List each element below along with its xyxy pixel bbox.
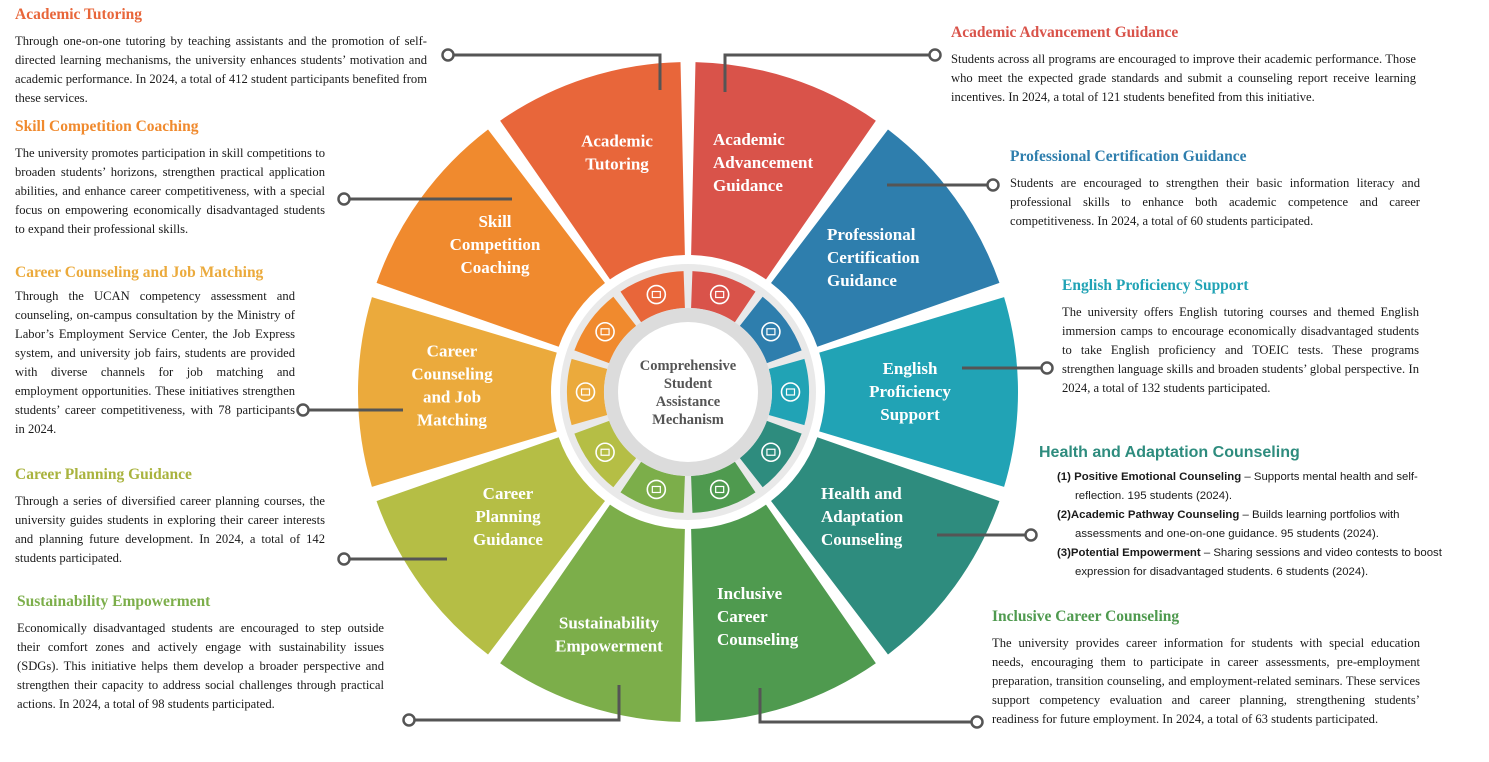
health-item: (3)Potential Empowerment – Sharing sessi… xyxy=(1057,547,1442,578)
skill-competition-block: Skill Competition Coaching The universit… xyxy=(15,117,325,257)
english-proficiency-title: English Proficiency Support xyxy=(1062,277,1249,294)
wheel-segment xyxy=(691,62,876,280)
ring-icon-glyph xyxy=(595,321,615,342)
ring-icon-glyph xyxy=(780,382,801,402)
connector-endpoint xyxy=(986,178,1000,192)
english-proficiency-text: The university offers English tutoring c… xyxy=(1062,305,1419,395)
inclusive-career-connector xyxy=(758,688,977,724)
connector-endpoint xyxy=(1040,361,1054,375)
academic-tutoring-text: Through one-on-one tutoring by teaching … xyxy=(15,34,427,105)
connector-endpoint xyxy=(1024,528,1038,542)
ring-icon-glyph xyxy=(709,479,730,500)
ring-icon-glyph xyxy=(766,448,776,456)
sustainability-connector xyxy=(409,685,621,722)
ring-icon-glyph xyxy=(761,321,781,342)
skill-competition-text: The university promotes participation in… xyxy=(15,146,325,236)
health-adaptation-title: Health and Adaptation Counseling xyxy=(1039,444,1300,461)
connector-endpoint xyxy=(928,48,942,62)
connector-endpoint xyxy=(970,715,984,729)
academic-advancement-block: Academic Advancement Guidance Students a… xyxy=(951,23,1416,107)
wheel-segment xyxy=(691,504,876,722)
career-counseling-title: Career Counseling and Job Matching xyxy=(15,264,264,281)
career-planning-block: Career Planning Guidance Through a serie… xyxy=(15,465,325,583)
professional-certification-block: Professional Certification Guidance Stud… xyxy=(1010,147,1420,231)
career-counseling-text: Through the UCAN competency assessment a… xyxy=(15,289,295,436)
ring-icon-glyph xyxy=(595,442,615,463)
health-item: (1) Positive Emotional Counseling – Supp… xyxy=(1057,471,1418,502)
inclusive-career-text: The university provides career informati… xyxy=(992,636,1420,726)
connector-endpoint xyxy=(337,552,351,566)
wheel-segment xyxy=(819,297,1018,487)
sustainability-block: Sustainability Empowerment Economically … xyxy=(17,592,384,714)
ring-icon-glyph xyxy=(651,290,661,299)
ring-icon-glyph xyxy=(651,485,661,494)
professional-certification-title: Professional Certification Guidance xyxy=(1010,148,1247,165)
english-icon xyxy=(768,358,809,426)
sustainability-title: Sustainability Empowerment xyxy=(17,593,211,610)
health-adaptation-list: (1) Positive Emotional Counseling – Supp… xyxy=(1039,468,1449,582)
inclusive-career-block: Inclusive Career Counseling The universi… xyxy=(992,607,1420,729)
ring-icon-glyph xyxy=(600,328,610,336)
planning-icon xyxy=(574,420,637,488)
ring-icon-glyph xyxy=(575,382,596,402)
ring-icon-glyph xyxy=(785,388,796,396)
ring-icon-glyph xyxy=(766,328,776,336)
ring-icon-glyph xyxy=(715,290,725,299)
career-planning-title: Career Planning Guidance xyxy=(15,466,192,483)
ring-icon-glyph xyxy=(646,479,667,500)
ring-icon-glyph xyxy=(646,284,667,305)
wheel-segment xyxy=(771,437,1000,655)
connector-endpoint xyxy=(402,713,416,727)
academic-advancement-title: Academic Advancement Guidance xyxy=(951,24,1179,41)
academic-advancement-connector xyxy=(723,53,935,92)
ring-icon-glyph xyxy=(761,442,781,463)
sustainability-text: Economically disadvantaged students are … xyxy=(17,621,384,711)
academic-advancement-text: Students across all programs are encoura… xyxy=(951,52,1416,104)
ring-icon-glyph xyxy=(715,485,725,494)
job-matching-icon xyxy=(567,358,608,426)
competition-icon xyxy=(574,296,637,364)
academic-tutoring-block: Academic Tutoring Through one-on-one tut… xyxy=(15,5,427,108)
connector-endpoint xyxy=(441,48,455,62)
career-counseling-block: Career Counseling and Job Matching Throu… xyxy=(15,263,295,439)
center-circle xyxy=(618,322,758,462)
ring-icon-glyph xyxy=(580,388,591,396)
ring-icon-glyph xyxy=(709,284,730,305)
health-item: (2)Academic Pathway Counseling – Builds … xyxy=(1057,509,1400,540)
professional-certification-text: Students are encouraged to strengthen th… xyxy=(1010,176,1420,228)
health-adaptation-block: Health and Adaptation Counseling (1) Pos… xyxy=(1039,443,1449,582)
wheel-segment xyxy=(376,437,605,655)
wheel-segment xyxy=(376,129,605,347)
wheel-segment xyxy=(357,297,557,487)
connector-endpoint xyxy=(337,192,351,206)
career-planning-text: Through a series of diversified career p… xyxy=(15,494,325,565)
ring-icon-glyph xyxy=(600,448,610,456)
english-proficiency-block: English Proficiency Support The universi… xyxy=(1062,276,1419,398)
health-icon xyxy=(739,420,802,488)
skill-competition-title: Skill Competition Coaching xyxy=(15,118,199,135)
wheel-segment xyxy=(500,62,685,280)
academic-tutoring-connector xyxy=(448,53,662,90)
academic-tutoring-title: Academic Tutoring xyxy=(15,6,143,23)
wheel-segment xyxy=(500,504,685,722)
connector-endpoint xyxy=(296,403,310,417)
certification-icon xyxy=(739,296,802,364)
inclusive-career-title: Inclusive Career Counseling xyxy=(992,608,1180,625)
